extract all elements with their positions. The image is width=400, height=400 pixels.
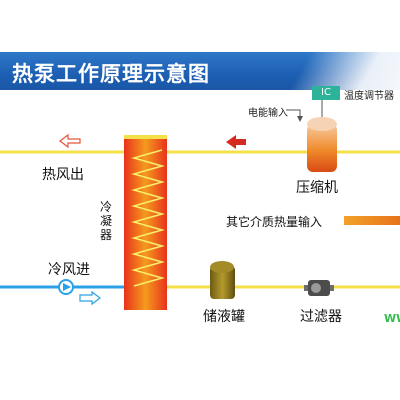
- cold-air-arrow: [79, 290, 101, 306]
- power-input-line: [286, 109, 301, 118]
- condenser-label: 冷凝器: [100, 200, 113, 242]
- compressor-label: 压缩机: [296, 180, 338, 196]
- compressor-unit: [307, 100, 337, 172]
- diagram-title: 热泵工作原理示意图: [12, 62, 210, 86]
- condenser-body: [124, 135, 167, 310]
- flow-arrow: [226, 135, 246, 149]
- temperature-controller-label: 温度调节器: [344, 91, 394, 102]
- hot-air-arrow: [59, 133, 81, 149]
- title-banner: [0, 52, 400, 90]
- receiver-label: 储液罐: [203, 309, 245, 325]
- filter-unit: [304, 280, 334, 296]
- other-heat-input-label: 其它介质热量输入: [226, 215, 323, 229]
- cold-air-fan: [58, 279, 74, 295]
- receiver-tank: [210, 261, 235, 299]
- watermark-text: WW: [384, 312, 400, 325]
- other-heat-bar: [344, 216, 400, 225]
- ic-chip-icon: IC: [312, 86, 340, 100]
- filter-label: 过滤器: [300, 309, 342, 325]
- condenser-coil: [131, 149, 165, 287]
- power-input-label: 电能输入: [248, 108, 288, 119]
- cold-air-in-label: 冷风进: [48, 262, 90, 278]
- hot-air-out-label: 热风出: [42, 167, 84, 183]
